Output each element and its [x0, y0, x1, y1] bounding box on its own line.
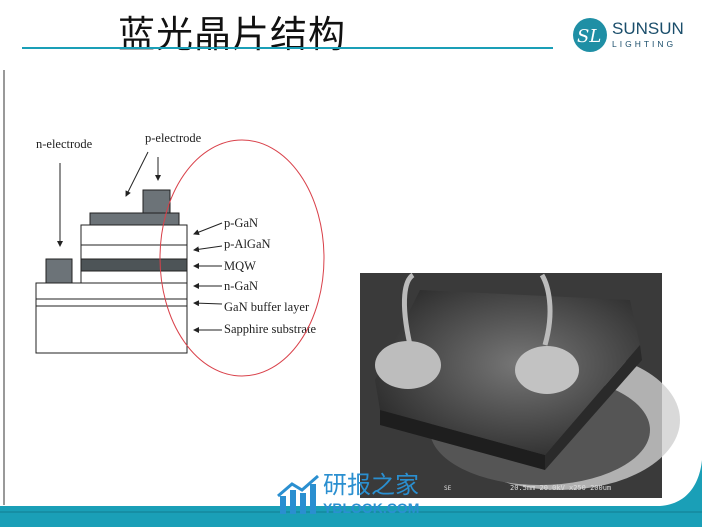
label-layer: p-AlGaN: [224, 237, 271, 251]
brand-main: SUNSUN: [612, 19, 684, 38]
footer-band: [0, 460, 702, 527]
label-n-electrode: n-electrode: [36, 137, 93, 151]
label-layer: p-GaN: [224, 216, 258, 230]
mqw-layer: [80, 258, 188, 272]
sem-detector-label: SE: [444, 485, 452, 492]
n-electrode-pad: [45, 258, 73, 284]
label-layer: n-GaN: [224, 279, 258, 293]
highlight-ellipse: [159, 139, 325, 377]
p-electrode-pad: [142, 189, 171, 214]
sem-photo: [360, 272, 680, 498]
watermark-cn: 研报之家: [323, 471, 419, 499]
sem-caption: 20.5mm 20.0kV x250 200um: [510, 484, 612, 492]
title-underline: [22, 47, 553, 49]
label-layer: MQW: [224, 259, 256, 273]
svg-text:SL: SL: [577, 26, 601, 47]
brand-name: SUNSUN LIGHTING: [612, 19, 684, 50]
label-layer: Sapphire substrate: [224, 322, 316, 336]
mesa: [80, 224, 188, 284]
watermark-en: YBLOOK.COM: [323, 500, 420, 516]
sunsun-logo-icon: SL: [573, 18, 607, 52]
watermark-chart-icon: [277, 474, 319, 514]
label-p-electrode: p-electrode: [145, 131, 202, 145]
p-contact-layer: [89, 212, 180, 226]
label-layer: GaN buffer layer: [224, 300, 310, 314]
sapphire-substrate-layer: [35, 282, 188, 354]
brand-sub: LIGHTING: [612, 39, 677, 49]
